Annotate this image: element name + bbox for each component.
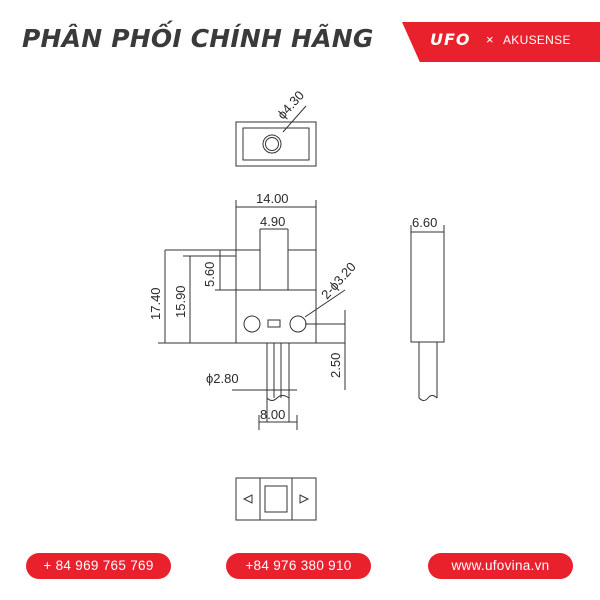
dim-hole-dia: ϕ4.30 — [274, 88, 307, 122]
dim-slot-depth: 5.60 — [202, 262, 217, 287]
dim-lead-offset: 2.50 — [328, 353, 343, 378]
side-view — [410, 225, 445, 401]
brand-banner — [402, 22, 600, 62]
bottom-view — [235, 477, 317, 521]
dim-height-body: 15.90 — [173, 285, 188, 318]
dim-width-total: 14.00 — [256, 191, 289, 206]
dimension-labels: ϕ4.30 14.00 4.90 5.60 17.40 15.90 2-ϕ3.2… — [148, 88, 437, 422]
dim-side-thickness: 6.60 — [412, 215, 437, 230]
brand-separator: × — [486, 32, 494, 47]
brand-partner-name: AKUSENSE — [503, 33, 571, 47]
dim-slot-width: 4.90 — [260, 214, 285, 229]
dim-height-total: 17.40 — [148, 287, 163, 320]
brand-logo: UFO — [430, 30, 471, 49]
top-view — [235, 105, 317, 167]
website-link[interactable]: www.ufovina.vn — [428, 553, 573, 579]
front-view — [158, 200, 346, 430]
page-title: PHÂN PHỐI CHÍNH HÃNG — [22, 24, 374, 53]
dim-mount-holes: 2-ϕ3.20 — [318, 259, 359, 302]
phone-1-button[interactable]: + 84 969 765 769 — [26, 553, 171, 579]
dim-lead-pitch: 8.00 — [260, 407, 285, 422]
phone-2-button[interactable]: +84 976 380 910 — [226, 553, 371, 579]
dim-lead-dia: ϕ2.80 — [206, 371, 239, 386]
